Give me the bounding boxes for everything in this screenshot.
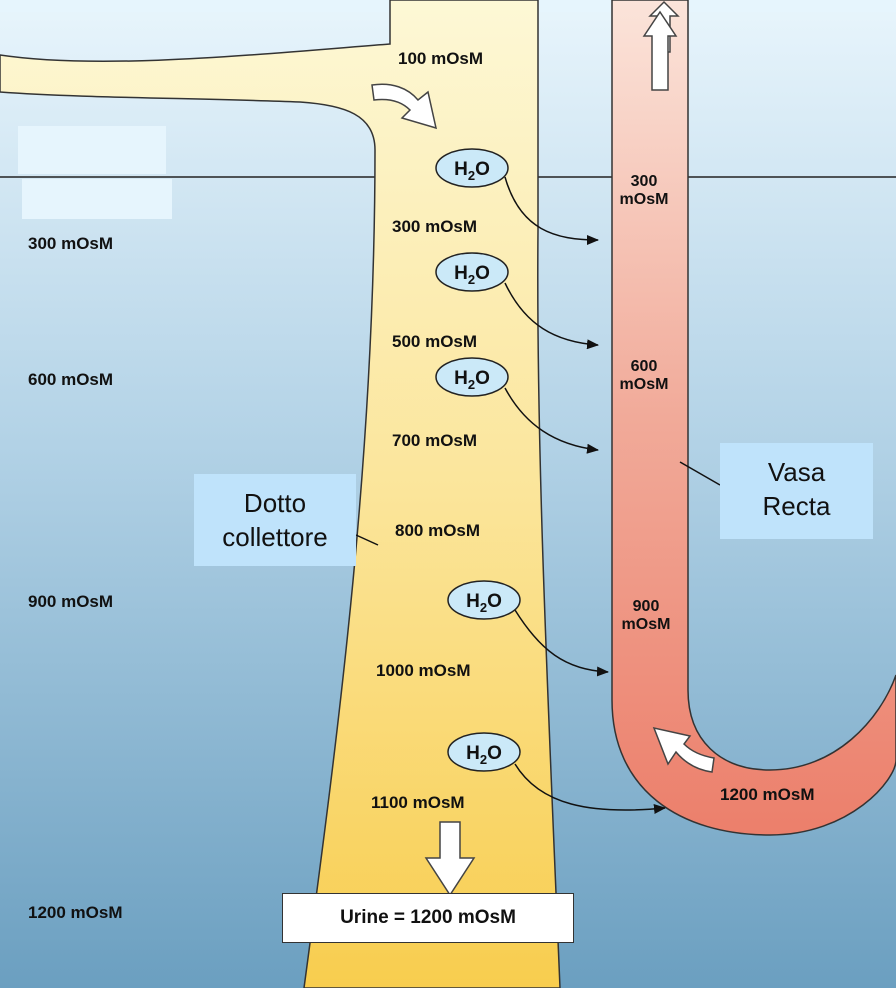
duct-osmolarity-label: 500 mOsM	[392, 332, 477, 351]
vessel-osmolarity-unit: mOsM	[622, 616, 671, 633]
water-molecule-icon: H2O	[448, 733, 520, 771]
interstitium-label: 600 mOsM	[28, 370, 113, 389]
water-molecule-icon: H2O	[436, 358, 508, 396]
blank-label-box	[22, 179, 172, 219]
interstitium-label: 1200 mOsM	[28, 903, 123, 922]
vessel-bottom-label: 1200 mOsM	[720, 785, 815, 804]
water-molecule-icon: H2O	[436, 253, 508, 291]
duct-osmolarity-label: 1000 mOsM	[376, 661, 471, 680]
water-molecule-icon: H2O	[436, 149, 508, 187]
vessel-osmolarity-value: 300	[631, 173, 658, 190]
interstitium-label: 300 mOsM	[28, 234, 113, 253]
duct-osmolarity-label: 300 mOsM	[392, 217, 477, 236]
duct-osmolarity-label: 800 mOsM	[395, 521, 480, 540]
vessel-osmolarity-value: 600	[631, 358, 658, 375]
callout-line: collettore	[194, 520, 356, 554]
vessel-osmolarity-value: 900	[633, 598, 660, 615]
water-molecule-icon: H2O	[448, 581, 520, 619]
interstitium-label: 900 mOsM	[28, 592, 113, 611]
duct-osmolarity-label: 1100 mOsM	[371, 793, 465, 812]
callout-line: Vasa	[720, 455, 873, 489]
callout-line: Dotto	[194, 486, 356, 520]
vessel-osmolarity-unit: mOsM	[620, 376, 669, 393]
duct-osmolarity-label: 100 mOsM	[398, 49, 483, 68]
blank-label-box	[18, 126, 166, 174]
duct-osmolarity-label: 700 mOsM	[392, 431, 477, 450]
callout-line: Recta	[720, 489, 873, 523]
callout-vasa-recta: Vasa Recta	[720, 443, 873, 539]
callout-collecting-duct: Dotto collettore	[194, 474, 356, 566]
urine-box: Urine = 1200 mOsM	[282, 893, 574, 943]
vessel-osmolarity-unit: mOsM	[620, 191, 669, 208]
